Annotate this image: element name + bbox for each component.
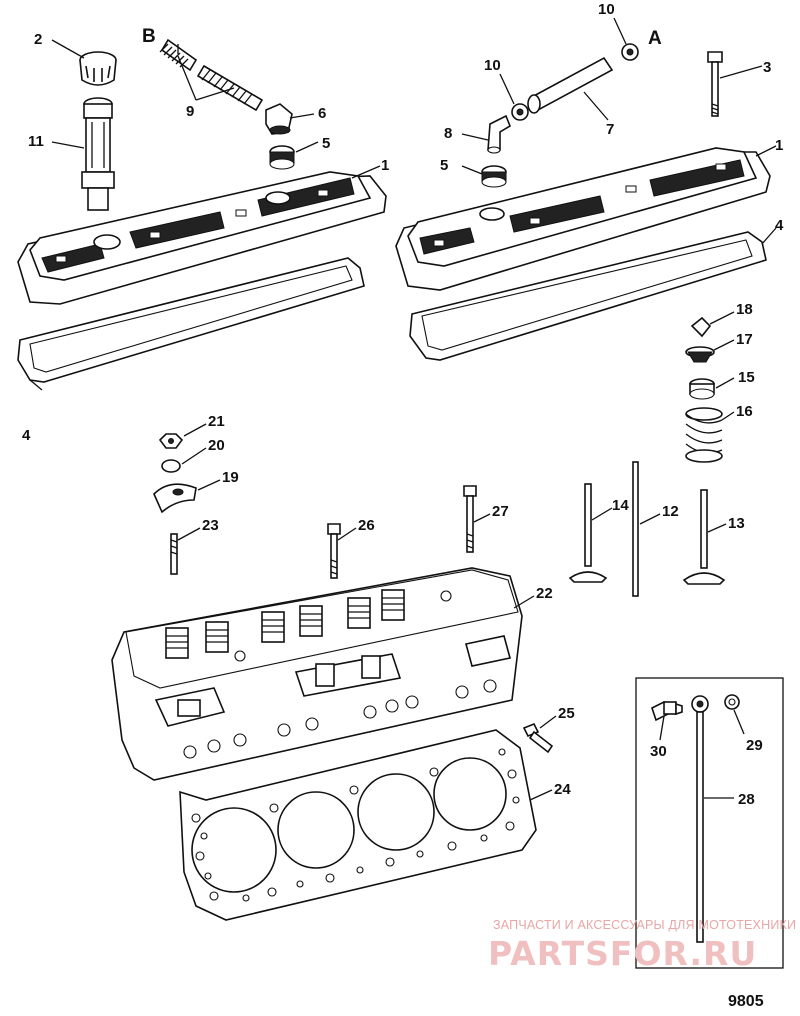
watermark-brand: PARTSFOR.RU (488, 934, 758, 973)
callout-26: 26 (358, 517, 375, 534)
pcv-elbow (265, 103, 293, 135)
callout-24: 24 (554, 781, 571, 798)
callout-23: 23 (202, 517, 219, 534)
cylinder-head (111, 567, 523, 781)
breather-tube (527, 56, 614, 114)
callout-4-right: 4 (775, 217, 784, 234)
pushrod (632, 461, 639, 597)
callout-17: 17 (736, 331, 753, 348)
leader-lines (29, 17, 777, 801)
valve-keeper (690, 316, 712, 338)
hose-clamp-upper (621, 43, 639, 61)
pcv-hose (159, 38, 264, 112)
callout-20: 20 (208, 437, 225, 454)
grommet-right (481, 165, 507, 188)
callout-22: 22 (536, 585, 553, 602)
rocker-ball (161, 459, 181, 473)
callout-13: 13 (728, 515, 745, 532)
callout-19: 19 (222, 469, 239, 486)
oil-fill-tube (81, 97, 115, 211)
callout-10-top: 10 (598, 1, 615, 18)
callout-4-left: 4 (22, 427, 31, 444)
valve-cover-left (17, 171, 387, 305)
callout-12: 12 (662, 503, 679, 520)
valve-cover-bolt (707, 51, 723, 117)
diagram-code: 9805 (728, 993, 764, 1010)
callout-9: 9 (186, 103, 194, 120)
dipstick-nut (724, 694, 740, 710)
callout-11: 11 (28, 133, 44, 150)
rocker-arm (153, 483, 197, 514)
callout-25: 25 (558, 705, 575, 722)
intake-valve (682, 489, 726, 585)
small-bolt (522, 722, 554, 754)
callout-labels: 1 1 2 3 4 4 5 5 6 7 8 9 10 10 11 12 13 1… (22, 1, 784, 808)
grommet-left (269, 145, 295, 170)
callout-8: 8 (444, 125, 452, 142)
gasket-holes (191, 748, 520, 902)
dipstick-tube (691, 695, 709, 943)
callout-30: 30 (650, 743, 667, 760)
callout-14: 14 (612, 497, 629, 514)
callout-7: 7 (606, 121, 614, 138)
callout-1-left: 1 (381, 157, 389, 174)
callout-27: 27 (492, 503, 509, 520)
watermark-tagline: ЗАПЧАСТИ И АКСЕССУАРЫ ДЛЯ МОТОТЕХНИКИ (493, 918, 797, 932)
callout-1-right: 1 (775, 137, 783, 154)
callout-3: 3 (763, 59, 771, 76)
valve-cover-right (395, 147, 771, 291)
dipstick-tube-nut (651, 700, 683, 722)
callout-18: 18 (736, 301, 753, 318)
callout-28: 28 (738, 791, 755, 808)
breather-fitting (487, 114, 511, 154)
head-springs (165, 589, 405, 659)
oil-fill-cap (79, 51, 117, 86)
callout-16: 16 (736, 403, 753, 420)
rocker-stud (170, 533, 178, 575)
callout-10-mid: 10 (484, 57, 501, 74)
callout-6: 6 (318, 105, 326, 122)
valve-spring (685, 407, 723, 463)
callout-5-right: 5 (440, 157, 448, 174)
valve-cover-gasket-left (17, 257, 365, 383)
rocker-nut (158, 433, 184, 449)
callout-15: 15 (738, 369, 755, 386)
head-bolt-long (463, 485, 477, 553)
hose-clamp-lower (511, 103, 529, 121)
callout-5-left: 5 (322, 135, 330, 152)
ref-label-a: A (648, 28, 662, 49)
valve-cover-gasket-right (409, 231, 767, 361)
callout-2: 2 (34, 31, 42, 48)
callout-29: 29 (746, 737, 763, 754)
exhaust-valve (568, 483, 608, 583)
head-gasket (179, 729, 537, 921)
head-bolt-short (327, 523, 341, 579)
callout-21: 21 (208, 413, 225, 430)
dipstick-inset (635, 677, 784, 969)
valve-seal (689, 378, 715, 400)
valve-spring-retainer (685, 346, 715, 363)
ref-label-b: B (142, 26, 156, 47)
